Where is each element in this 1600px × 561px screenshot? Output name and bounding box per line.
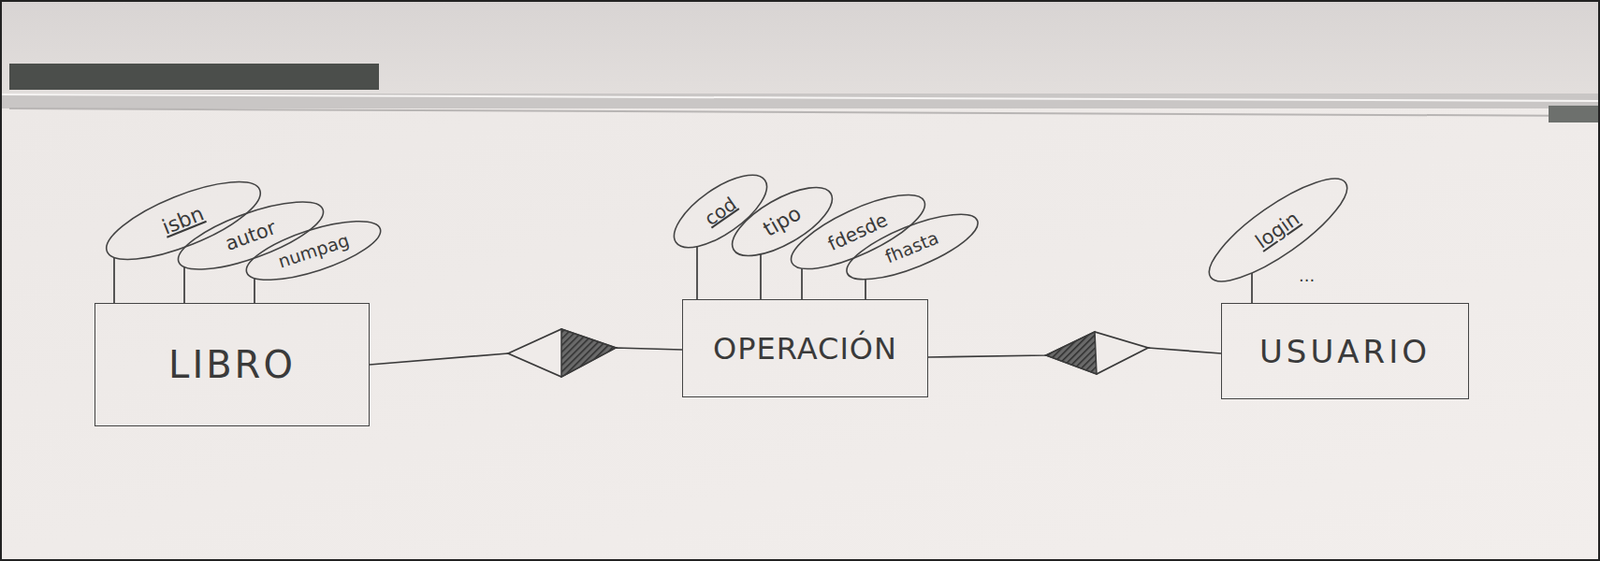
attribute-name: tipo [759, 203, 805, 241]
attribute-name: cod [701, 194, 741, 230]
ellipse-shape [1196, 162, 1360, 298]
entity-name: USUARIO [1259, 335, 1431, 368]
attribute-name: isbn [160, 203, 207, 238]
diamond-fill [561, 329, 616, 378]
ellipse-shape [663, 161, 779, 262]
attribute-ellipse: login [1195, 205, 1361, 255]
attribute-ellipse: numpag [243, 230, 384, 272]
attribute-name: autor [222, 218, 279, 255]
attribute-ellipse: fhasta [842, 226, 983, 268]
rail-highlight [0, 94, 1600, 102]
attribute-link [800, 268, 803, 300]
rail-shadow [9, 108, 1600, 117]
ellipse-shape [722, 174, 843, 270]
attribute-name: login [1252, 208, 1304, 253]
attribute-link [759, 254, 762, 300]
attribute-link [864, 279, 867, 300]
attribute-name: numpag [276, 231, 351, 271]
rail-bracket [1548, 105, 1600, 123]
board-surface [0, 108, 1600, 561]
ellipsis-note: ... [1298, 267, 1315, 285]
entity-box: OPERACIÓN [682, 299, 929, 398]
marker-rail [0, 93, 1600, 109]
attribute-link [113, 257, 116, 304]
dark-strip [9, 63, 379, 90]
entity-box: USUARIO [1221, 303, 1470, 400]
ellipse-shape [839, 202, 986, 293]
ellipse-shape [782, 180, 934, 283]
attribute-link [696, 247, 699, 300]
ellipse-shape [171, 188, 332, 283]
attribute-link [1250, 273, 1253, 304]
attribute-link [183, 267, 186, 304]
relationship-diamond [1046, 332, 1149, 375]
relationship-diamond [508, 329, 616, 378]
attribute-ellipse: tipo [726, 199, 839, 245]
attribute-name: fdesde [825, 210, 891, 255]
attribute-ellipse: cod [666, 189, 775, 234]
ellipse-shape [97, 166, 269, 276]
attribute-link [253, 278, 256, 304]
entity-box: LIBRO [94, 303, 370, 427]
diamond-fill [1046, 332, 1097, 375]
ellipse-shape [240, 209, 387, 292]
wall [0, 0, 1600, 102]
diamond-outline [1046, 332, 1149, 375]
entity-name: LIBRO [168, 346, 296, 384]
entity-name: OPERACIÓN [712, 334, 898, 364]
diamond-outline [508, 329, 616, 378]
